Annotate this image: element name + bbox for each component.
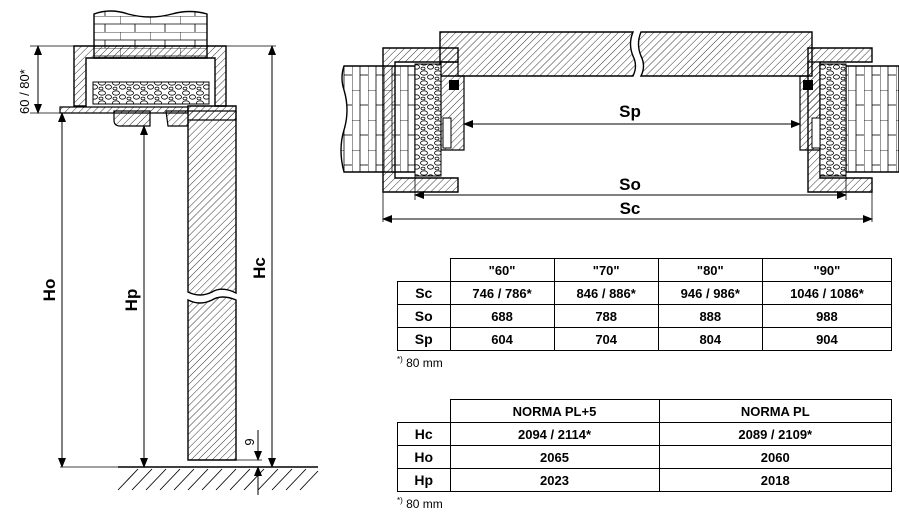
so-label: So [619,175,641,194]
sc-label: Sc [620,199,641,218]
table-header-row: "60" "70" "80" "90" [397,258,893,282]
table-cell: 688 [449,304,555,328]
height-col-norma-pl5: NORMA PL+5 [449,399,660,423]
table-cell: 904 [761,327,893,351]
table-cell: 888 [657,304,763,328]
table-cell: 946 / 986* [657,281,763,305]
sp-label: Sp [619,102,641,121]
table-cell: 846 / 886* [553,281,659,305]
horizontal-section: Sp So Sc [340,31,899,223]
table-cell: 2023 [449,468,660,492]
left-frame [382,47,459,193]
width-col-70: "70" [553,258,659,282]
table-row: Ho 2065 2060 [397,445,892,469]
door-leaf-plan [439,31,637,77]
table-cell: 2094 / 2114* [449,422,660,446]
row-label: Hc [397,422,451,446]
table-cell: 988 [761,304,893,328]
table-row: Sp 604 704 804 904 [397,327,893,351]
row-label: Ho [397,445,451,469]
ho-label: Ho [40,279,59,302]
door-leaf-upper [187,105,237,296]
table-row: Hp 2023 2018 [397,468,892,492]
hp-label: Hp [122,289,141,312]
table-cell: 2089 / 2109* [658,422,892,446]
footnote-text: 80 mm [406,356,443,370]
table-cell: 604 [449,327,555,351]
footnote-text: 80 mm [406,497,443,511]
row-label: Hp [397,468,451,492]
table-cell: 746 / 786* [449,281,555,305]
width-col-80: "80" [657,258,763,282]
door-leaf-lower [187,296,237,461]
footnote-mark: *) [397,496,403,505]
table-cell: 804 [657,327,763,351]
table-cell: 2060 [658,445,892,469]
left-rubble [414,63,442,177]
right-rubble [819,63,847,177]
floor-hatch [117,468,319,491]
table-cell: 2065 [449,445,660,469]
row-label: Sp [397,327,451,351]
left-wall [340,65,416,173]
table-cell: 2018 [658,468,892,492]
table-cell: 788 [553,304,659,328]
row-label: So [397,304,451,328]
frame-depth-label: 60 / 80* [17,69,32,114]
width-table-footnote: *) 80 mm [397,355,443,370]
width-col-90: "90" [761,258,893,282]
table-row: So 688 788 888 988 [397,304,893,328]
table-cell: 704 [553,327,659,351]
height-col-norma-pl: NORMA PL [658,399,892,423]
height-table-footnote: *) 80 mm [397,496,443,511]
hc-label: Hc [250,257,269,279]
height-table: NORMA PL+5 NORMA PL Hc 2094 / 2114* 2089… [397,399,892,492]
vertical-section: 60 / 80* Ho Hp Hc 9 [17,10,319,495]
row-label: Sc [397,281,451,305]
table-cell: 1046 / 1086* [761,281,893,305]
width-col-60: "60" [449,258,555,282]
frame-head [73,45,227,107]
rubble-fill [92,81,210,105]
frame-rebate [113,110,151,127]
footnote-mark: *) [397,355,403,364]
table-row: Sc 746 / 786* 846 / 886* 946 / 986* 1046… [397,281,893,305]
table-header-row: NORMA PL+5 NORMA PL [397,399,892,423]
table-row: Hc 2094 / 2114* 2089 / 2109* [397,422,892,446]
gap-label: 9 [242,438,257,445]
right-wall [845,65,899,173]
width-table: "60" "70" "80" "90" Sc 746 / 786* 846 / … [397,258,893,351]
